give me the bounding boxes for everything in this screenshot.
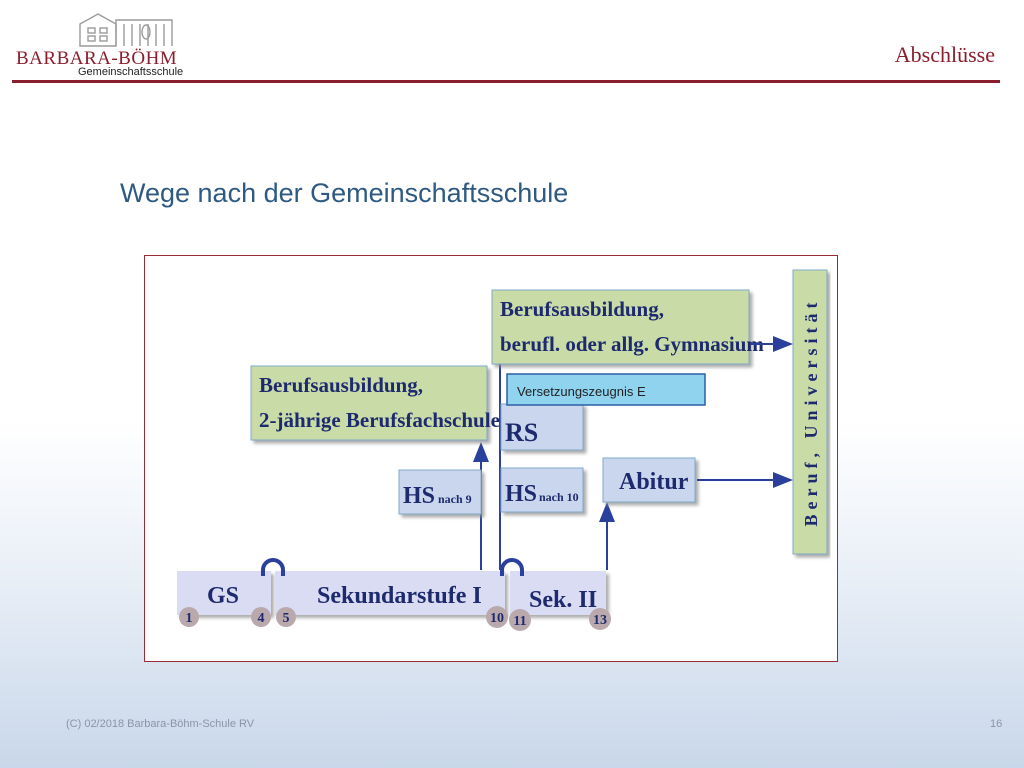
grade-circle-13 <box>589 608 611 630</box>
abitur-label: Abitur <box>619 469 689 495</box>
box-gym-line-1: Berufsausbildung, <box>500 297 664 321</box>
grade-label-1: 1 <box>186 611 193 626</box>
header-divider <box>12 80 1000 83</box>
hs10-sublabel: nach 10 <box>539 490 579 504</box>
hs10-label: HS <box>505 481 537 507</box>
abitur-box <box>602 457 696 503</box>
beruf-universitaet-box <box>792 269 828 555</box>
box-bfs-line-2: 2-jährige Berufsfachschule <box>259 408 500 432</box>
section-title: Abschlüsse <box>894 42 995 67</box>
grade-circle-10 <box>486 606 508 628</box>
grade-circle-5 <box>276 607 296 627</box>
grade-label-5: 5 <box>283 611 290 626</box>
beruf-universitaet-label: Beruf, Universität <box>801 298 821 527</box>
logo-name: BARBARA-BÖHM <box>16 48 178 69</box>
sek1-sek2-bridge <box>500 558 524 576</box>
page-number: 16 <box>990 718 1003 730</box>
gs-sek1-bridge <box>261 558 285 576</box>
school-logo: BARBARA-BÖHM Gemeinschaftsschule <box>12 8 184 78</box>
box-bfs-line-1: Berufsausbildung, <box>259 373 423 397</box>
grade-circle-11 <box>509 609 531 631</box>
sek2-label: Sek. II <box>529 587 597 613</box>
grade-label-13: 13 <box>593 613 607 628</box>
grade-markers: 1 4 5 10 11 13 <box>179 606 611 631</box>
box-berufsausbildung-bfs <box>250 365 488 441</box>
footer-copyright: (C) 02/2018 Barbara-Böhm-Schule RV <box>66 718 255 730</box>
hs9-sublabel: nach 9 <box>438 492 472 506</box>
hs9-box <box>398 469 482 515</box>
gs-label: GS <box>207 583 239 609</box>
logo-subtitle: Gemeinschaftsschule <box>78 66 184 78</box>
sek1-bar <box>275 571 505 615</box>
slide-heading: Wege nach der Gemeinschaftsschule <box>120 178 569 208</box>
versetzungszeugnis-box <box>506 373 706 406</box>
grade-label-10: 10 <box>490 611 504 626</box>
hs10-box <box>500 467 584 513</box>
box-gym-line-2: berufl. oder allg. Gymnasium <box>500 332 764 356</box>
sek1-label: Sekundarstufe I <box>317 583 482 609</box>
grade-label-4: 4 <box>258 611 265 626</box>
grade-circle-4 <box>251 607 271 627</box>
grade-label-11: 11 <box>513 614 526 629</box>
rs-label: RS <box>505 418 538 447</box>
rs-box <box>500 403 584 451</box>
sek2-bar <box>510 571 606 615</box>
grade-circle-1 <box>179 607 199 627</box>
school-building-icon <box>79 13 173 47</box>
versetzungszeugnis-label: Versetzungszeugnis E <box>517 384 646 399</box>
box-berufsausbildung-gymnasium <box>491 289 750 365</box>
pathways-diagram: GS Sekundarstufe I Sek. II 1 4 5 10 11 1… <box>144 255 838 662</box>
gs-bar <box>177 571 271 615</box>
hs9-label: HS <box>403 483 435 509</box>
